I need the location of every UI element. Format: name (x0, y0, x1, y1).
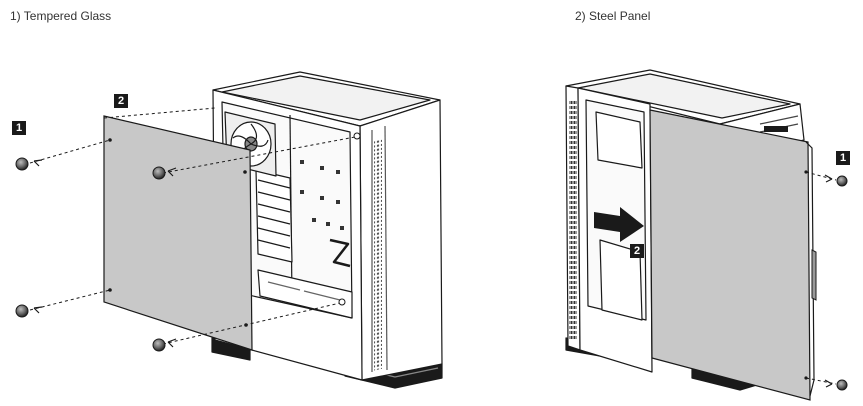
thumbscrews-right (805, 171, 848, 391)
figure-caption-tempered-glass: 1) Tempered Glass (10, 9, 112, 23)
thumbscrews-left (15, 107, 361, 352)
steel-side-panel (649, 109, 817, 401)
step-badge-1-glass: 1 (12, 121, 26, 135)
push-arrow-icon (594, 207, 644, 242)
figure-caption-steel-panel: 2) Steel Panel (575, 9, 651, 23)
tempered-glass-panel (103, 115, 253, 351)
step-badge-2-steel: 2 (630, 244, 644, 258)
step-badge-2-glass: 2 (114, 94, 128, 108)
step-badge-1-steel: 1 (836, 151, 850, 165)
